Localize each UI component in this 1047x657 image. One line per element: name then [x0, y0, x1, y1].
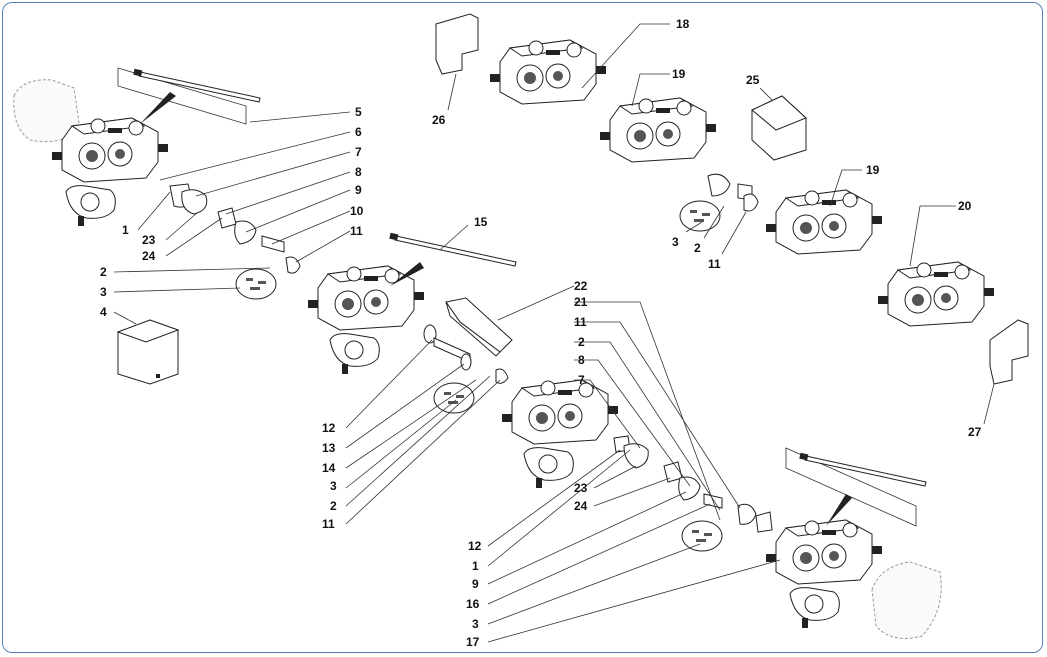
callout-8: 8 — [355, 165, 362, 179]
callout-12: 12 — [468, 539, 482, 553]
callout-3: 3 — [100, 285, 107, 299]
callout-11: 11 — [350, 224, 363, 238]
callout-13: 13 — [322, 441, 336, 455]
gearbox-middle — [307, 265, 425, 375]
callout-11: 11 — [322, 517, 335, 531]
coupling-parts-middle — [423, 324, 509, 414]
bracket-26 — [435, 13, 479, 75]
shaft-21 — [785, 447, 927, 527]
callout-2: 2 — [100, 265, 107, 279]
callout-9: 9 — [472, 577, 479, 591]
callout-20: 20 — [958, 199, 972, 213]
callout-3: 3 — [672, 235, 679, 249]
callout-2: 2 — [330, 499, 337, 513]
callout-6: 6 — [355, 125, 362, 139]
callout-25: 25 — [746, 73, 760, 87]
callout-26: 26 — [432, 113, 446, 127]
callout-3: 3 — [330, 479, 337, 493]
coupling-parts-center — [613, 435, 773, 552]
gearbox-20 — [877, 261, 995, 327]
cover-22 — [445, 297, 513, 357]
callout-23: 23 — [574, 481, 588, 495]
callout-1: 1 — [122, 223, 129, 237]
callout-labels: 5 6 7 8 9 10 11 1 23 24 2 3 4 15 12 13 1… — [100, 17, 982, 649]
callout-23: 23 — [142, 233, 156, 247]
callout-1: 1 — [472, 559, 479, 573]
callout-12: 12 — [322, 421, 336, 435]
guard-4 — [116, 319, 180, 385]
coupling-parts-left — [169, 183, 301, 300]
gearbox-bottom-right — [765, 519, 942, 639]
callout-4: 4 — [100, 305, 107, 319]
callout-10: 10 — [350, 204, 364, 218]
callout-24: 24 — [142, 249, 156, 263]
callout-8: 8 — [578, 353, 585, 367]
callout-18: 18 — [676, 17, 690, 31]
callout-3: 3 — [472, 617, 479, 631]
callout-24: 24 — [574, 499, 588, 513]
callout-16: 16 — [466, 597, 480, 611]
shaft-5 — [117, 67, 261, 125]
callout-5: 5 — [355, 105, 362, 119]
callout-22: 22 — [574, 279, 588, 293]
callout-17: 17 — [466, 635, 480, 649]
callout-19: 19 — [866, 163, 880, 177]
coupling-parts-upper-right — [679, 173, 759, 232]
leader-lines — [113, 23, 995, 643]
gearbox-center-bottom — [501, 379, 619, 489]
callout-19: 19 — [672, 67, 686, 81]
gearbox-19-right — [765, 189, 883, 255]
callout-11: 11 — [574, 315, 587, 329]
callout-21: 21 — [574, 295, 588, 309]
shaft-15 — [388, 232, 517, 286]
callout-7: 7 — [355, 145, 362, 159]
callout-9: 9 — [355, 183, 362, 197]
gearbox-18 — [489, 39, 607, 105]
callout-15: 15 — [474, 215, 488, 229]
callout-7: 7 — [578, 373, 585, 387]
callout-11: 11 — [708, 257, 721, 271]
gearbox-19-top — [599, 97, 717, 163]
callout-27: 27 — [968, 425, 982, 439]
guard-25 — [751, 95, 807, 161]
callout-2: 2 — [694, 241, 701, 255]
bracket-27 — [989, 319, 1029, 385]
callout-2: 2 — [578, 335, 585, 349]
callout-14: 14 — [322, 461, 336, 475]
gearbox-upper-left — [13, 79, 169, 227]
